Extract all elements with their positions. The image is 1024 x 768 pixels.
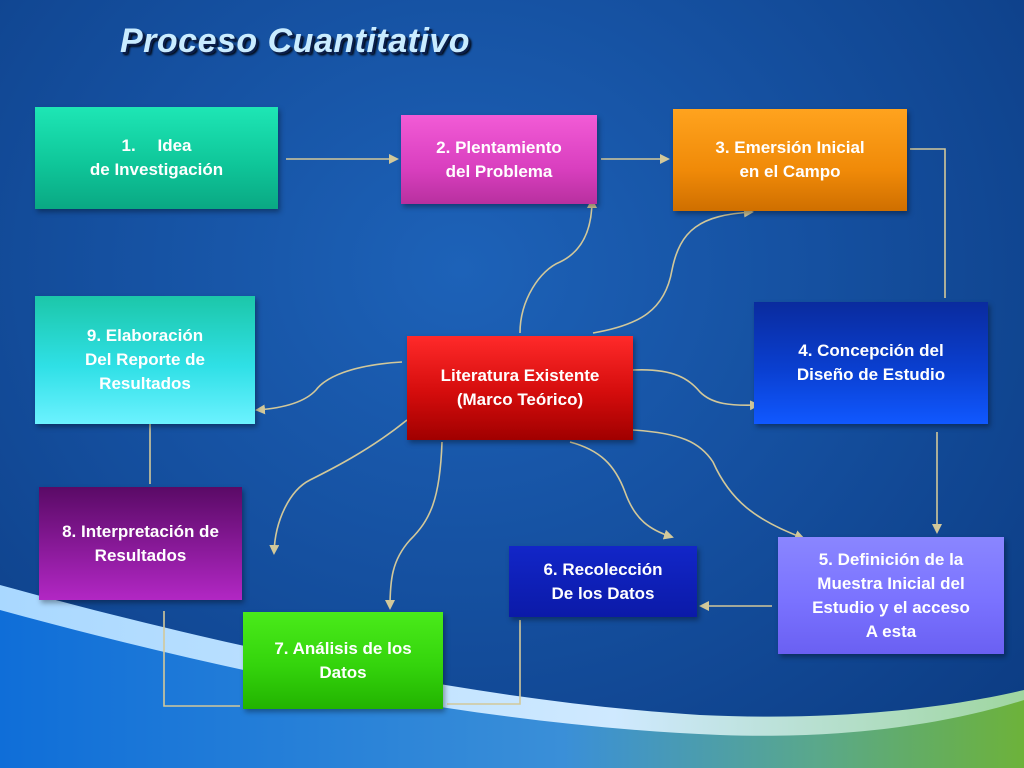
node-planteamiento-line2: del Problema	[445, 161, 553, 181]
arrow-lit-to-3	[592, 207, 754, 334]
node-planteamiento-problema: 2. Plentamiento del Problema	[401, 115, 597, 204]
node-analisis-datos: 7. Análisis de los Datos	[243, 612, 443, 709]
node-literatura-existente: Literatura Existente (Marco Teórico)	[407, 336, 633, 440]
node-recoleccion-datos: 6. Recolección De los Datos	[509, 546, 697, 617]
arrow-lit-to-4	[632, 369, 760, 411]
node-elaboracion-line3: Resultados	[99, 374, 191, 393]
node-emersion-line1: 3. Emersión Inicial	[715, 138, 865, 157]
node-interpretacion-line1: 8. Interpretación de	[62, 521, 219, 541]
node-analisis-line1: 7. Análisis de los	[274, 638, 412, 658]
node-literatura-line1: Literatura Existente	[440, 366, 600, 385]
arrow-lit-to-5	[632, 429, 805, 540]
node-literatura-line2: (Marco Teórico)	[456, 390, 584, 409]
node-emersion-inicial: 3. Emersión Inicial en el Campo	[673, 109, 907, 211]
node-elaboracion-reporte: 9. Elaboración Del Reporte de Resultados	[35, 296, 255, 424]
node-definicion-line2: Muestra Inicial del	[817, 573, 965, 593]
arrow-lit-to-2	[519, 198, 597, 334]
node-idea-number: 1.	[121, 136, 136, 155]
node-interpretacion-line2: Resultados	[94, 545, 187, 565]
node-definicion-muestra: 5. Definición de la Muestra Inicial del …	[778, 537, 1004, 654]
node-idea-label: Idea	[157, 136, 192, 155]
arrow-lit-to-6	[569, 441, 674, 540]
node-interpretacion-resultados: 8. Interpretación de Resultados	[39, 487, 242, 600]
connector-7-to-8	[163, 611, 240, 707]
node-definicion-line3: Estudio y el acceso	[812, 597, 970, 617]
node-analisis-line2: Datos	[319, 662, 367, 682]
node-idea-line1: 1. Idea	[121, 134, 191, 158]
node-planteamiento-line1: 2. Plentamiento	[436, 137, 562, 157]
node-recoleccion-line1: 6. Recolección	[543, 559, 663, 579]
node-concepcion-diseno: 4. Concepción del Diseño de Estudio	[754, 302, 988, 424]
node-idea-investigacion: 1. Idea de Investigación	[35, 107, 278, 209]
background-wave-dark	[0, 610, 1024, 768]
node-definicion-line1: 5. Definición de la	[818, 549, 964, 569]
node-elaboracion-line1: 9. Elaboración	[86, 326, 204, 345]
arrow-lit-to-7	[385, 441, 443, 610]
page-title: Proceso Cuantitativo	[120, 22, 471, 60]
node-elaboracion-line2: Del Reporte de	[85, 350, 205, 369]
node-idea-line2: de Investigación	[89, 160, 224, 179]
node-concepcion-line2: Diseño de Estudio	[796, 365, 946, 384]
arrow-lit-to-9	[255, 361, 403, 415]
node-concepcion-line1: 4. Concepción del	[798, 341, 944, 360]
connector-3-to-4	[910, 148, 946, 298]
connector-6-to-7	[447, 620, 521, 705]
node-recoleccion-line2: De los Datos	[551, 583, 655, 603]
node-definicion-line4: A esta	[865, 621, 917, 641]
node-emersion-line2: en el Campo	[739, 162, 841, 181]
arrow-lit-to-8	[269, 419, 408, 555]
